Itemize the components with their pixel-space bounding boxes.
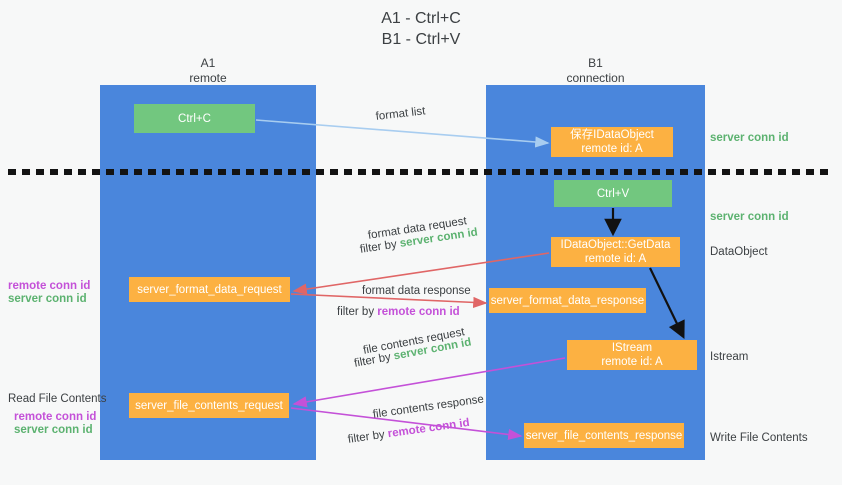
node-server-format-data-response-label: server_format_data_response bbox=[490, 294, 645, 307]
column-a1-header: A1 remote bbox=[100, 56, 316, 86]
column-b1-header: B1 connection bbox=[486, 56, 705, 86]
label-left-server-conn-2: server conn id bbox=[14, 424, 93, 436]
node-save-idataobject[interactable]: 保存IDataObject remote id: A bbox=[551, 127, 673, 157]
node-server-format-data-request[interactable]: server_format_data_request bbox=[129, 277, 290, 302]
node-istream[interactable]: IStream remote id: A bbox=[567, 340, 697, 370]
node-istream-sub: remote id: A bbox=[601, 356, 663, 368]
label-read-file-contents: Read File Contents bbox=[8, 393, 107, 405]
label-left-server-conn-1: server conn id bbox=[8, 293, 87, 305]
node-getdata-sub: remote id: A bbox=[584, 253, 647, 265]
filter-by-text-2: filter by bbox=[337, 306, 375, 318]
node-ctrl-v[interactable]: Ctrl+V bbox=[554, 180, 672, 207]
label-format-data-response: format data response bbox=[362, 285, 471, 297]
node-server-file-contents-request-label: server_file_contents_request bbox=[135, 399, 283, 412]
remote-conn-id-text-1: remote conn id bbox=[377, 306, 460, 318]
label-right-server-conn-1: server conn id bbox=[710, 132, 789, 144]
node-getdata-label: IDataObject::GetData bbox=[560, 239, 671, 251]
label-left-remote-conn-2: remote conn id bbox=[14, 411, 97, 423]
node-ctrl-c[interactable]: Ctrl+C bbox=[134, 104, 255, 133]
node-istream-label: IStream bbox=[611, 342, 653, 354]
column-b1-name: B1 bbox=[588, 56, 603, 70]
label-right-server-conn-2: server conn id bbox=[710, 211, 789, 223]
dashed-divider bbox=[8, 169, 834, 175]
node-save-idataobject-label: 保存IDataObject bbox=[570, 129, 654, 141]
column-a1-name: A1 bbox=[200, 56, 216, 70]
node-server-format-data-response[interactable]: server_format_data_response bbox=[489, 288, 646, 313]
filter-by-text-1: filter by bbox=[359, 238, 398, 256]
title-line-2: B1 - Ctrl+V bbox=[381, 31, 461, 48]
node-server-file-contents-response-label: server_file_contents_response bbox=[525, 429, 683, 442]
remote-conn-id-text-2: remote conn id bbox=[387, 416, 471, 441]
label-filter-by-remote-conn-1: filter by remote conn id bbox=[337, 305, 460, 319]
label-left-remote-conn-1: remote conn id bbox=[8, 280, 91, 292]
label-format-list: format list bbox=[375, 105, 426, 123]
node-server-file-contents-request[interactable]: server_file_contents_request bbox=[129, 393, 289, 418]
column-a1-subtitle: remote bbox=[189, 71, 227, 85]
label-filter-by-remote-conn-2: filter by remote conn id bbox=[347, 416, 470, 447]
column-b1-subtitle: connection bbox=[566, 71, 625, 85]
node-server-file-contents-response[interactable]: server_file_contents_response bbox=[524, 423, 684, 448]
node-getdata[interactable]: IDataObject::GetData remote id: A bbox=[551, 237, 680, 267]
node-ctrl-c-label: Ctrl+C bbox=[178, 112, 211, 125]
title-line-1: A1 - Ctrl+C bbox=[381, 10, 461, 27]
label-right-istream: Istream bbox=[710, 351, 749, 363]
node-server-format-data-request-label: server_format_data_request bbox=[137, 283, 282, 296]
page-title: A1 - Ctrl+C B1 - Ctrl+V bbox=[0, 8, 842, 50]
label-right-dataobject: DataObject bbox=[710, 246, 768, 258]
node-save-idataobject-sub: remote id: A bbox=[581, 143, 643, 155]
filter-by-text-4: filter by bbox=[347, 428, 386, 446]
filter-by-text-3: filter by bbox=[353, 351, 392, 370]
label-right-write-file-contents: Write File Contents bbox=[710, 432, 808, 444]
node-ctrl-v-label: Ctrl+V bbox=[596, 187, 630, 200]
